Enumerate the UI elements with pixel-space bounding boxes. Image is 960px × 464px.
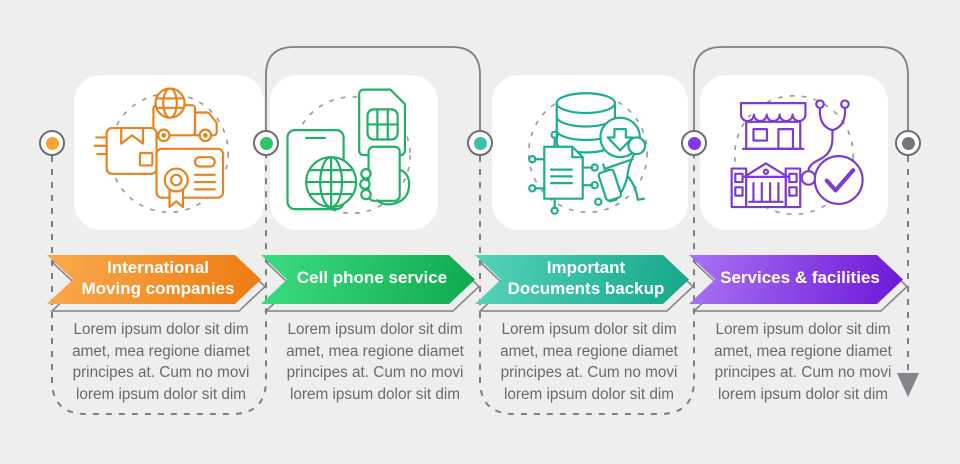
timeline-dot-3 bbox=[467, 130, 493, 156]
global-delivery-truck-icon bbox=[152, 86, 218, 142]
traveler-with-luggage-icon bbox=[594, 135, 647, 206]
approved-checkmark-icon bbox=[813, 154, 864, 205]
timeline-dot-1 bbox=[39, 130, 65, 156]
step-description-1: Lorem ipsum dolor sit dim amet, mea regi… bbox=[72, 321, 250, 403]
hand-holding-phone-icon bbox=[359, 145, 411, 205]
step-description-4: Lorem ipsum dolor sit dim amet, mea regi… bbox=[714, 321, 892, 403]
step-title-1: International Moving companies bbox=[81, 257, 235, 298]
timeline-dot-2 bbox=[253, 130, 279, 156]
step-title-4: Services & facilities bbox=[720, 268, 880, 288]
step-banner-4: Services & facilities bbox=[689, 255, 909, 312]
timeline-dot-end bbox=[895, 130, 921, 156]
dot-core bbox=[473, 136, 487, 150]
cell-phone-icons-art bbox=[286, 88, 411, 214]
certificate-icon bbox=[155, 147, 225, 208]
services-icons-art bbox=[730, 94, 864, 215]
solid-loop-over-step2 bbox=[265, 46, 481, 143]
step-column-3: Important Documents backup Lorem ipsum d… bbox=[475, 0, 695, 464]
banner-arrow-shape bbox=[261, 255, 475, 304]
step-description-3: Lorem ipsum dolor sit dim amet, mea regi… bbox=[500, 321, 678, 403]
sim-card-icon bbox=[358, 88, 407, 156]
step-banner-2: Cell phone service bbox=[261, 255, 481, 312]
icon-card-moving bbox=[74, 75, 264, 230]
step-column-2: Cell phone service Lorem ipsum dolor sit… bbox=[261, 0, 481, 464]
banner-arrow-shape bbox=[475, 255, 689, 304]
step-description-2: Lorem ipsum dolor sit dim amet, mea regi… bbox=[286, 321, 464, 403]
dot-core bbox=[259, 136, 273, 150]
step-column-4: Services & facilities Lorem ipsum dolor … bbox=[689, 0, 909, 464]
dot-core bbox=[901, 136, 915, 150]
icon-card-documents-backup bbox=[492, 75, 688, 230]
timeline-dot-4 bbox=[681, 130, 707, 156]
icon-card-services bbox=[700, 75, 888, 230]
dot-core bbox=[45, 136, 59, 150]
storefront-icon bbox=[739, 101, 807, 150]
step-title-2: Cell phone service bbox=[296, 268, 448, 288]
moving-icons-art bbox=[94, 86, 230, 213]
step-column-1: International Moving companies Lorem ips… bbox=[47, 0, 267, 464]
banner-arrow-shape bbox=[47, 255, 261, 304]
end-arrow-icon bbox=[897, 373, 919, 397]
documents-backup-icons-art bbox=[527, 91, 648, 215]
digital-document-icon bbox=[528, 130, 599, 215]
dashed-loop-under-step1 bbox=[51, 143, 267, 415]
banner-arrow-shape bbox=[689, 255, 903, 304]
globe-icon bbox=[305, 155, 358, 208]
public-building-icon bbox=[730, 161, 802, 208]
solid-loop-over-step4 bbox=[693, 46, 909, 143]
dashed-circle-decoration bbox=[733, 94, 855, 215]
dot-core bbox=[687, 136, 701, 150]
step-banner-1: International Moving companies bbox=[47, 255, 267, 312]
step-banner-3: Important Documents backup bbox=[475, 255, 695, 312]
step-title-3: Important Documents backup bbox=[507, 257, 665, 298]
dashed-loop-under-step3 bbox=[479, 143, 695, 415]
icon-card-cell-phone bbox=[270, 75, 438, 230]
